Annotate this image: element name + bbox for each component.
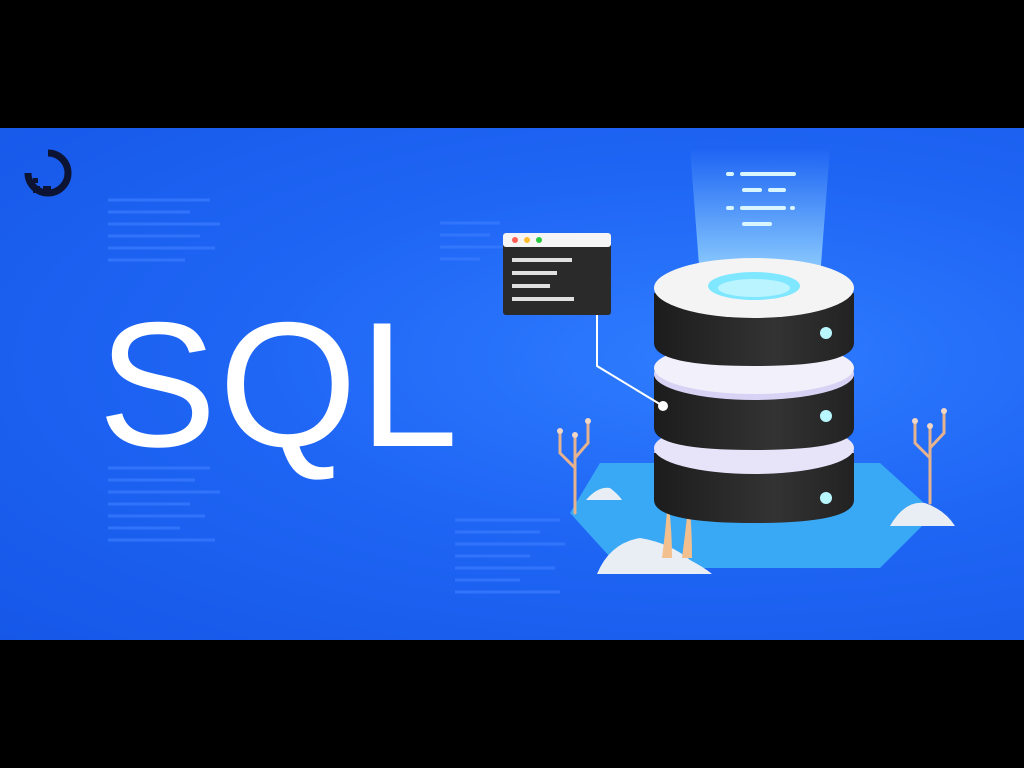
background-lines [108, 198, 565, 594]
banner-artwork [24, 148, 955, 594]
plants [558, 411, 946, 515]
connector-dot [658, 401, 668, 411]
plant-buds [557, 408, 947, 438]
code-lines [726, 172, 796, 226]
banner: SQL [0, 128, 1024, 640]
brand-logo-icon [24, 149, 72, 197]
sql-title: SQL [98, 285, 461, 484]
code-window-icon [503, 233, 611, 315]
light-beam [690, 148, 830, 278]
database-stack-icon [654, 258, 854, 523]
rocks [586, 487, 955, 574]
connector-line [596, 298, 664, 407]
